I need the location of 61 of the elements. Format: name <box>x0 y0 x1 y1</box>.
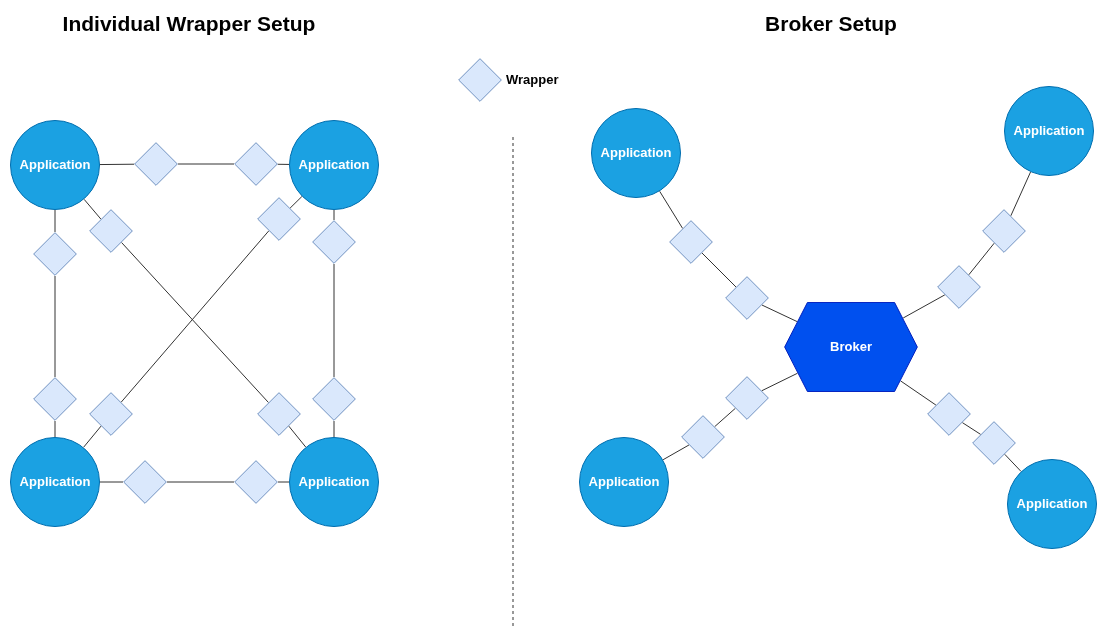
connector-line <box>1010 171 1032 217</box>
connector-line <box>54 209 56 233</box>
wrapper-diamond <box>725 376 769 420</box>
connector-line <box>714 407 736 428</box>
wrapper-diamond <box>257 197 301 241</box>
wrapper-diamond <box>669 220 713 264</box>
wrapper-diamond <box>257 392 301 436</box>
connector-line <box>277 481 290 483</box>
connector-line <box>900 380 937 406</box>
connector-line <box>333 420 335 438</box>
node-label: Application <box>298 156 370 174</box>
node-label: Application <box>588 473 660 491</box>
connector-line <box>288 425 307 448</box>
wrapper-diamond <box>123 460 167 504</box>
legend-label: Wrapper <box>506 71 559 90</box>
wrapper-diamond <box>234 460 278 504</box>
connector-line <box>166 481 235 483</box>
connector-line <box>83 425 102 448</box>
wrapper-diamond <box>982 209 1026 253</box>
wrapper-diamond <box>33 232 77 276</box>
wrapper-diamond <box>312 377 356 421</box>
connector-line <box>277 163 290 165</box>
connector-line <box>54 420 56 438</box>
node-label: Application <box>19 156 91 174</box>
connector-line <box>968 242 995 276</box>
connector-line <box>99 481 124 483</box>
node-label: Application <box>600 144 672 162</box>
connector-line <box>701 252 737 288</box>
node-label: Broker <box>830 338 872 356</box>
node-label: Application <box>19 473 91 491</box>
connector-line <box>761 372 798 392</box>
connector-line <box>1004 453 1022 472</box>
section-title: Broker Setup <box>765 11 897 37</box>
connector-line <box>333 209 335 221</box>
connector-line <box>662 444 690 461</box>
connector-line <box>83 198 102 220</box>
connector-line <box>99 163 135 166</box>
connector-line <box>659 190 684 229</box>
connector-line <box>761 304 798 323</box>
section-title: Individual Wrapper Setup <box>62 11 316 37</box>
wrapper-diamond <box>89 209 133 253</box>
connector-line <box>961 422 982 435</box>
connector-line <box>902 294 946 319</box>
connector-line <box>289 196 303 209</box>
wrapper-diamond <box>937 265 981 309</box>
wrapper-diamond <box>681 415 725 459</box>
node-label: Application <box>1013 122 1085 140</box>
connector-line <box>177 163 235 165</box>
wrapper-diamond <box>927 392 971 436</box>
node-label: Application <box>298 473 370 491</box>
wrapper-diamond <box>89 392 133 436</box>
broker-hexagon <box>784 302 918 392</box>
connector-line <box>54 275 56 378</box>
wrapper-diamond <box>312 220 356 264</box>
wrapper-diamond <box>234 142 278 186</box>
wrapper-diamond <box>134 142 178 186</box>
connector-line <box>333 263 335 378</box>
wrapper-diamond <box>33 377 77 421</box>
wrapper-diamond <box>725 276 769 320</box>
node-label: Application <box>1016 495 1088 513</box>
wrapper-diamond <box>972 421 1016 465</box>
